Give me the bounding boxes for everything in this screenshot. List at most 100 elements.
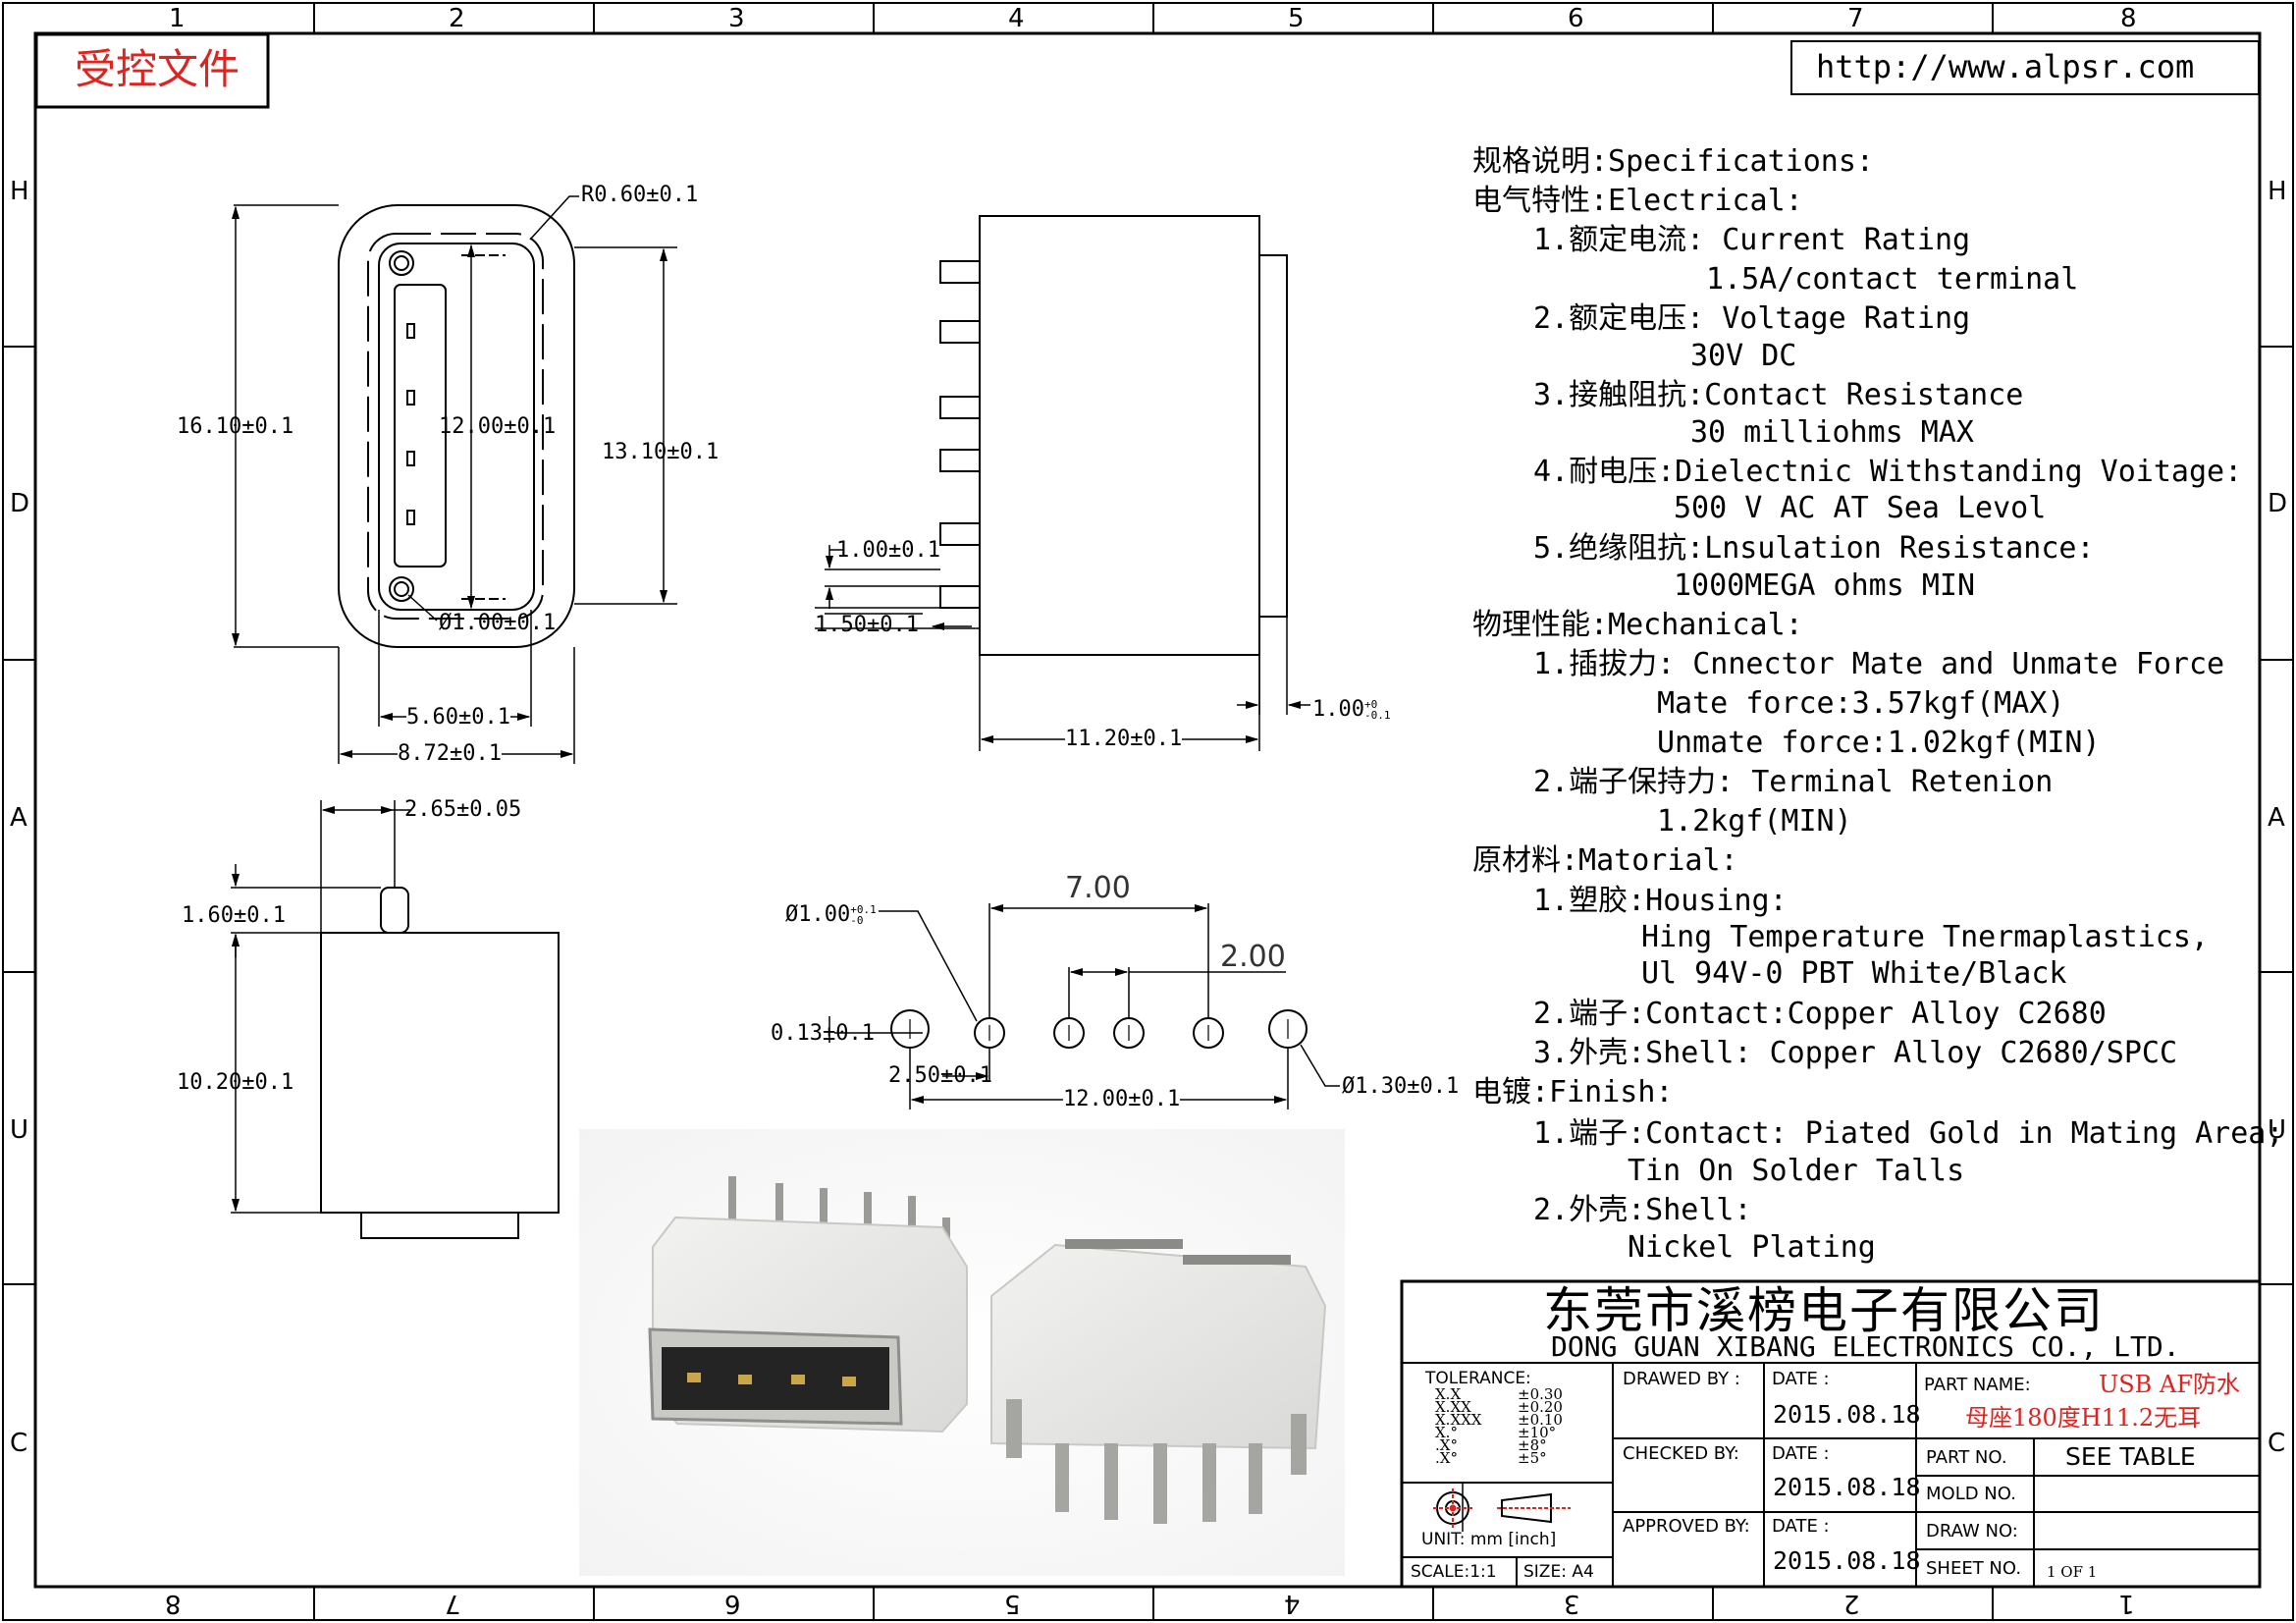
zone-col-bottom-2: 2	[1843, 1589, 1860, 1618]
spec-heading: 规格说明:Specifications:	[1472, 144, 1874, 179]
checked-by-label: CHECKED BY:	[1623, 1443, 1739, 1464]
spec-terminal-retention: 2.端子保持力: Terminal Retenion	[1533, 765, 2054, 799]
spec-mate-force: 1.插拔力: Cnnector Mate and Unmate Force	[1533, 647, 2225, 681]
spec-contact-resistance: 3.接触阻抗:Contact Resistance	[1533, 378, 2024, 412]
spec-contact-material: 2.端子:Contact:Copper Alloy C2680	[1533, 997, 2107, 1031]
zone-row-right-d: D	[2268, 489, 2288, 518]
tolerance-key: .X°	[1435, 1436, 1458, 1454]
spec-shell-plating: 2.外壳:Shell:	[1533, 1193, 1752, 1227]
spec-insulation-value: 1000MEGA ohms MIN	[1674, 568, 1976, 603]
photo-connector-left	[648, 1176, 968, 1434]
dim-flange-thickness: 1.00+0-0.1	[1312, 697, 1391, 722]
dim-flange-thickness-minus: -0.1	[1363, 709, 1391, 722]
zone-row-left-u: U	[10, 1115, 29, 1145]
tolerance-key: .X°	[1435, 1449, 1458, 1467]
spec-contact-resistance-value: 30 milliohms MAX	[1690, 415, 1974, 450]
spec-terminal-retention-value: 1.2kgf(MIN)	[1657, 804, 1852, 839]
zone-col-top-2: 2	[449, 4, 465, 33]
front-view	[338, 204, 575, 648]
dim-shell-height: 13.10±0.1	[602, 440, 720, 464]
zone-row-left-a: A	[10, 803, 27, 833]
spec-voltage-rating: 2.额定电压: Voltage Rating	[1533, 301, 1971, 336]
tolerance-value: ±10°	[1518, 1424, 1557, 1441]
top-view	[320, 887, 560, 1239]
tolerance-key: X.XXX	[1435, 1411, 1482, 1429]
tolerance-value: ±0.10	[1518, 1411, 1563, 1429]
tolerance-table: X.X±0.30 X.XX±0.20 X.XXX±0.10 X.°±10° .X…	[1435, 1385, 1582, 1467]
dim-pcb-hole-diameter-value: Ø1.00	[785, 902, 851, 927]
zone-col-top-7: 7	[1847, 4, 1864, 33]
date-approved: 2015.08.18	[1773, 1546, 1921, 1575]
spec-electrical: 电气特性:Electrical:	[1472, 184, 1803, 218]
dim-pin-pitch-7: 7.00	[1065, 871, 1131, 905]
date-drawn: 2015.08.18	[1773, 1400, 1921, 1429]
url-box	[1790, 40, 2260, 95]
controlled-document-stamp: 受控文件	[75, 45, 240, 93]
zone-col-bottom-3: 3	[1564, 1589, 1580, 1618]
tolerance-key: X.XX	[1435, 1398, 1471, 1416]
part-no-value: SEE TABLE	[2065, 1442, 2196, 1471]
spec-housing: 1.塑胶:Housing:	[1533, 884, 1788, 918]
dim-peg-diameter: Ø1.30±0.1	[1342, 1074, 1460, 1099]
part-name-label: PART NAME:	[1924, 1375, 2031, 1395]
dim-flange-thickness-value: 1.00	[1312, 697, 1364, 722]
dim-hole-diameter: Ø1.00±0.1	[439, 611, 557, 635]
spec-unmate-force-min: Unmate force:1.02kgf(MIN)	[1657, 726, 2101, 760]
spec-shell-plating-value: Nickel Plating	[1628, 1230, 1876, 1265]
tolerance-value: ±0.20	[1518, 1398, 1563, 1416]
spec-shell-material: 3.外壳:Shell: Copper Alloy C2680/SPCC	[1533, 1036, 2178, 1070]
side-view-dims	[815, 545, 1310, 751]
dim-pin-width: 1.00±0.1	[836, 538, 940, 563]
dim-corner-radius: R0.60±0.1	[581, 183, 699, 207]
tolerance-value: ±8°	[1518, 1436, 1547, 1454]
spec-housing-material: Hing Temperature Tnermaplastics,	[1641, 920, 2209, 954]
dim-pcb-hole-diameter-minus: -0	[850, 914, 864, 927]
projection-symbol	[1433, 1488, 1571, 1528]
zone-row-left-d: D	[10, 489, 30, 518]
dim-pcb-hole-diameter: Ø1.00+0.1-0	[785, 902, 877, 927]
part-no-label: PART NO.	[1926, 1447, 2007, 1468]
dim-overall-height: 16.10±0.1	[177, 414, 294, 439]
dim-body-length: 11.20±0.1	[1065, 727, 1183, 751]
tolerance-key: X.X	[1435, 1385, 1462, 1403]
tolerance-value: ±5°	[1518, 1449, 1547, 1467]
date-label-checked: DATE :	[1772, 1443, 1830, 1464]
title-block-grid	[1400, 1279, 2262, 1589]
photo-connector-right	[990, 1239, 1327, 1524]
dim-flange-thickness-plus: +0	[1363, 698, 1378, 711]
draw-no-label: DRAW NO:	[1926, 1521, 2018, 1542]
spec-current-rating-value: 1.5A/contact terminal	[1706, 262, 2079, 297]
product-photo	[579, 1129, 1345, 1576]
company-name-en: DONG GUAN XIBANG ELECTRONICS CO., LTD.	[1551, 1330, 2180, 1363]
spec-contact-plating-tail: Tin On Solder Talls	[1628, 1154, 1965, 1188]
tolerance-label: TOLERANCE:	[1425, 1369, 1531, 1388]
company-url[interactable]: http://www.alpsr.com	[1816, 48, 2195, 85]
date-label-drawn: DATE :	[1772, 1369, 1830, 1389]
side-view	[939, 215, 1288, 656]
zone-row-left-c: C	[10, 1429, 28, 1458]
zone-row-right-c: C	[2268, 1429, 2286, 1458]
dim-pin-offset: 1.50±0.1	[815, 613, 919, 637]
spec-contact-plating: 1.端子:Contact: Piated Gold in Mating Area…	[1533, 1116, 2284, 1151]
zone-col-top-8: 8	[2120, 4, 2137, 33]
hole-pattern	[890, 1009, 1308, 1049]
top-view-dims	[231, 800, 410, 1214]
approved-by-label: APPROVED BY:	[1623, 1516, 1750, 1537]
zone-col-bottom-4: 4	[1284, 1589, 1301, 1618]
sheet-no-value: 1 OF 1	[2047, 1563, 2098, 1581]
size-label: SIZE: A4	[1523, 1562, 1594, 1582]
dim-pin-protrusion: 1.60±0.1	[182, 903, 286, 928]
part-name-line-1: USB AF防水	[2099, 1371, 2240, 1398]
dim-body-depth: 10.20±0.1	[177, 1070, 294, 1095]
part-name-line-2: 母座180度H11.2无耳	[1965, 1404, 2202, 1432]
spec-mate-force-max: Mate force:3.57kgf(MAX)	[1657, 686, 2065, 721]
dim-pin-position: 2.65±0.05	[404, 797, 522, 822]
spec-dielectric-value: 500 V AC AT Sea Levol	[1674, 491, 2047, 525]
mold-no-label: MOLD NO.	[1926, 1484, 2016, 1504]
zone-row-right-a: A	[2268, 803, 2285, 833]
unit-label: UNIT: mm [inch]	[1421, 1530, 1557, 1549]
dim-first-pin-offset: 2.50±0.1	[888, 1063, 992, 1088]
dim-inner-width: 5.60±0.1	[406, 705, 510, 730]
sheet-no-label: SHEET NO.	[1926, 1558, 2022, 1579]
